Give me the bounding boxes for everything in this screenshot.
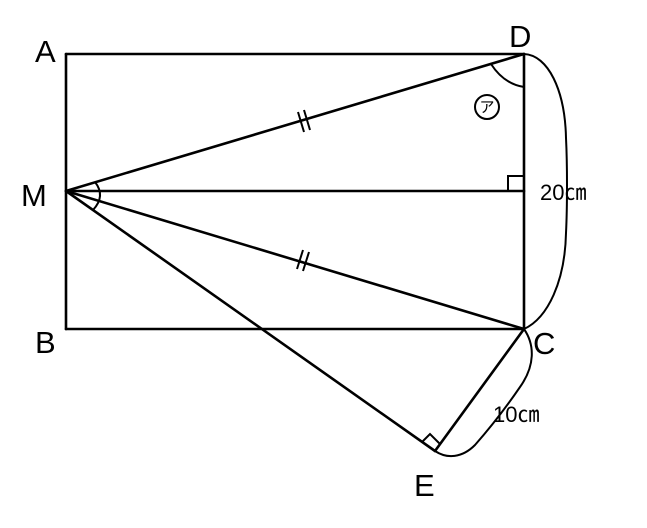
right-angle-mark-E bbox=[421, 432, 441, 445]
segment-MC bbox=[64, 189, 526, 331]
right-angle-mark-perpendicular bbox=[507, 175, 524, 191]
point-label-D: D bbox=[509, 19, 531, 54]
measurement-ce: 10㎝ bbox=[493, 402, 539, 427]
angle-arc-M bbox=[92, 181, 101, 211]
segment-CE bbox=[433, 327, 526, 453]
segment-ME bbox=[64, 189, 437, 453]
point-label-M: M bbox=[21, 178, 47, 213]
dimension-brace-CE bbox=[434, 328, 533, 458]
angle-label-circle bbox=[474, 94, 500, 120]
segment-MD bbox=[64, 52, 526, 193]
measurement-dc: 20㎝ bbox=[540, 180, 586, 205]
point-label-E: E bbox=[414, 468, 435, 503]
point-label-C: C bbox=[533, 326, 555, 361]
point-label-A: A bbox=[35, 34, 56, 69]
equal-mark-MD bbox=[297, 109, 311, 133]
angle-label-a: ア bbox=[479, 98, 494, 116]
angle-arc-D bbox=[490, 63, 525, 88]
equal-mark-MC bbox=[296, 249, 310, 272]
point-label-B: B bbox=[35, 325, 56, 360]
dimension-brace-DC bbox=[523, 53, 568, 330]
